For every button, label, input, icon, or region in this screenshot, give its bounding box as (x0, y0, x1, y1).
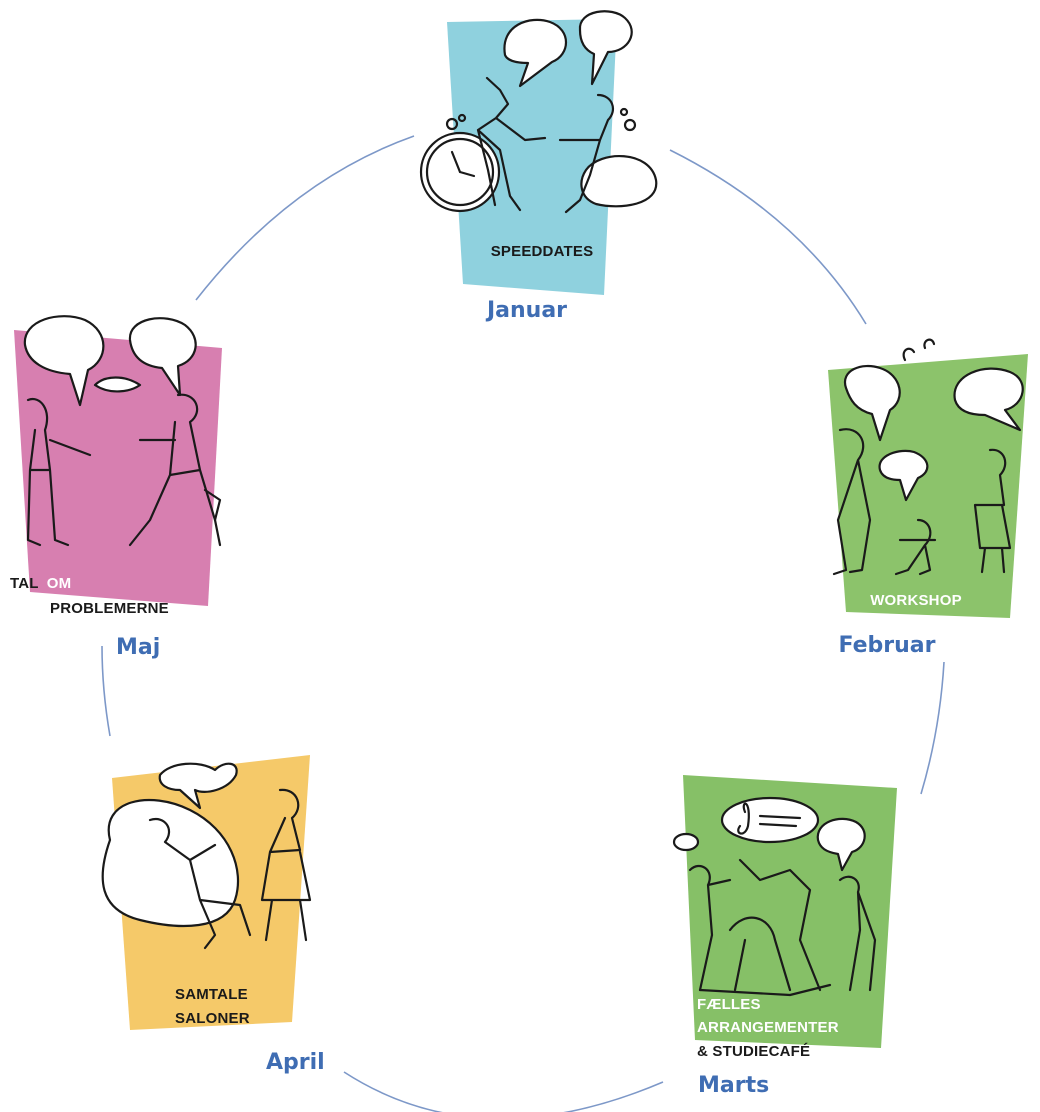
workshop-illustration-icon (832, 338, 1024, 576)
card-speeddates: SPEEDDATES (419, 10, 658, 295)
month-marts: Marts (698, 1073, 769, 1098)
problemerne-label-line2: PROBLEMERNE (50, 600, 169, 617)
problemerne-label-line1: TAL OM (10, 575, 71, 592)
faelles-label-line3: & STUDIECAFÉ (697, 1043, 810, 1060)
month-januar: Januar (485, 298, 567, 323)
card-faelles: FÆLLES ARRANGEMENTER & STUDIECAFÉ (672, 775, 897, 1060)
speeddates-illustration-icon (419, 10, 658, 214)
faelles-label-line2: ARRANGEMENTER (697, 1019, 839, 1036)
arc-april-maj (101, 645, 111, 737)
arc-februar-marts (920, 661, 945, 795)
samtale-label-line2: SALONER (175, 1010, 250, 1027)
speeddates-label: SPEEDDATES (491, 243, 594, 260)
card-problemerne: TAL OM PROBLEMERNE (10, 315, 222, 617)
problemerne-label-om: OM (47, 575, 72, 592)
faelles-illustration-icon (672, 796, 877, 997)
month-april: April (266, 1050, 325, 1075)
arc-marts-april (343, 1071, 664, 1112)
faelles-label-line1: FÆLLES (697, 996, 761, 1013)
card-samtale: SAMTALE SALONER (101, 755, 312, 1030)
card-speeddates-background (447, 19, 617, 295)
month-februar: Februar (838, 633, 935, 658)
cycle-connector-lines (101, 135, 945, 1112)
samtale-label-line1: SAMTALE (175, 986, 248, 1003)
arc-januar-februar (669, 149, 867, 325)
card-workshop: WORKSHOP (828, 338, 1028, 618)
problemerne-label-tal: TAL (10, 575, 38, 592)
arc-maj-januar (195, 135, 415, 301)
workshop-label: WORKSHOP (870, 592, 962, 609)
card-problemerne-background (14, 330, 222, 606)
samtale-illustration-icon (101, 762, 312, 950)
problemerne-illustration-icon (23, 315, 222, 547)
month-maj: Maj (116, 635, 160, 660)
